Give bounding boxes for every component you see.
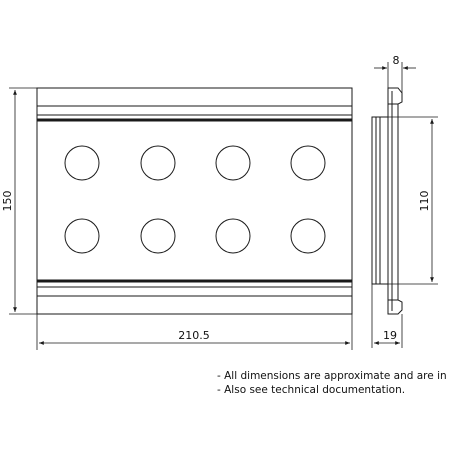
mounting-hole bbox=[290, 145, 326, 181]
side-view bbox=[371, 87, 403, 315]
front-width-label: 210.5 bbox=[178, 329, 210, 342]
mounting-hole bbox=[215, 145, 251, 181]
plate-outline bbox=[36, 87, 353, 315]
note-line: - Also see technical documentation. bbox=[217, 384, 406, 396]
dimension-side-depth bbox=[371, 284, 403, 348]
mounting-hole bbox=[64, 218, 100, 254]
mounting-hole bbox=[64, 145, 100, 181]
mounting-hole bbox=[140, 145, 176, 181]
mounting-hole bbox=[140, 218, 176, 254]
front-view bbox=[36, 87, 353, 315]
side-thickness-label: 8 bbox=[393, 54, 400, 67]
front-height-label: 150 bbox=[1, 191, 14, 212]
mounting-hole bbox=[290, 218, 326, 254]
dimension-front-width bbox=[36, 314, 353, 350]
notes-block: - All dimensions are approximate and are… bbox=[217, 369, 447, 397]
note-line: - All dimensions are approximate and are… bbox=[217, 370, 447, 382]
dimension-front-height bbox=[9, 87, 37, 315]
side-height-label: 110 bbox=[418, 191, 431, 212]
dimension-side-height bbox=[388, 116, 438, 285]
holes-group bbox=[64, 145, 326, 254]
dimension-side-thickness bbox=[374, 62, 416, 93]
side-depth-label: 19 bbox=[383, 329, 397, 342]
mounting-hole bbox=[215, 218, 251, 254]
side-profile-outline bbox=[387, 87, 403, 315]
